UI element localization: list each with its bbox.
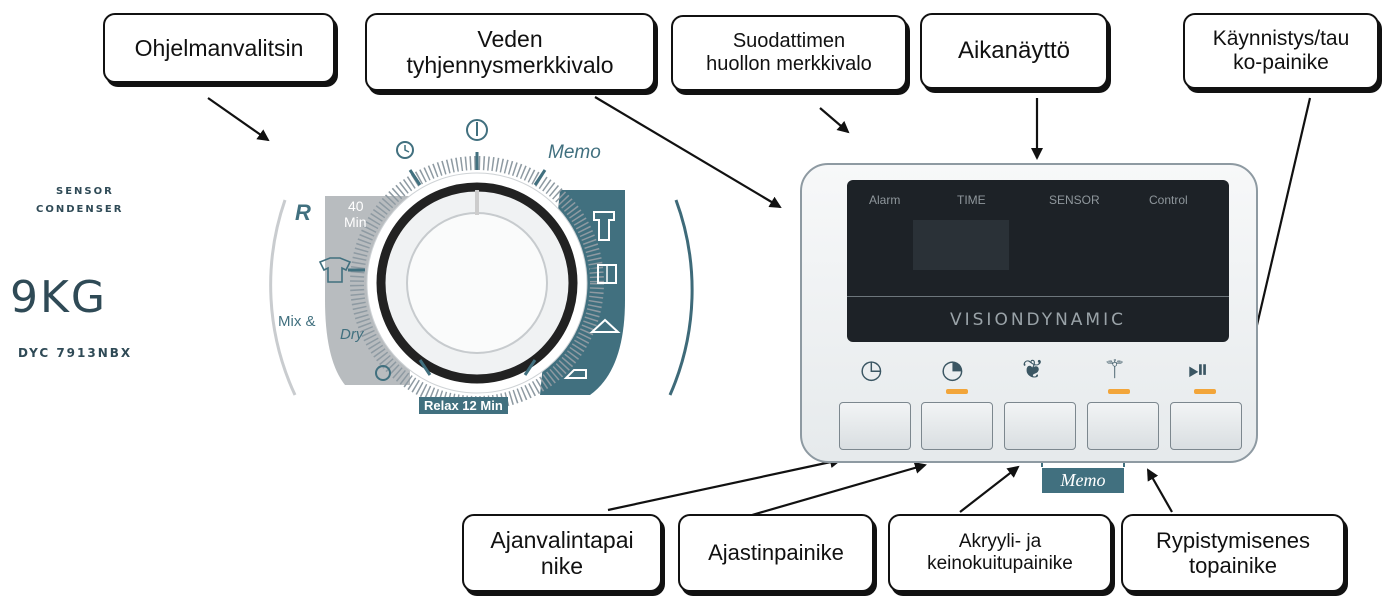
timer-icon: ◔ xyxy=(941,355,964,385)
callout-anticrease-line2: topainike xyxy=(1188,553,1278,578)
dial-min-label: Min xyxy=(344,214,367,230)
arrow-filter xyxy=(819,107,850,134)
start-led xyxy=(1194,389,1216,394)
acrylic-icon: ❦ xyxy=(1022,355,1044,385)
power-icon-ring xyxy=(466,119,488,141)
callout-time-display-text: Aikanäyttö xyxy=(957,37,1071,65)
dial-memo-label: Memo xyxy=(548,142,601,163)
callout-water-drain-line2: tyhjennysmerkkivalo xyxy=(406,52,614,78)
arrow-anticrease xyxy=(1147,468,1173,513)
display-sensor-label: SENSOR xyxy=(1049,193,1100,207)
timer-button[interactable] xyxy=(921,402,993,450)
brand-capacity: 9KG xyxy=(10,272,107,323)
arrow-timer xyxy=(751,462,927,517)
anticrease-icon: ⚚ xyxy=(1103,355,1127,385)
sensor-icon xyxy=(375,365,391,381)
callout-anticrease-line1: Rypistymisenes xyxy=(1155,527,1311,553)
display-time-label: TIME xyxy=(957,193,986,207)
dial-knob-inner xyxy=(406,212,548,354)
dial-40-label: 40 xyxy=(348,198,364,214)
display-brand: VISIONDYNAMIC xyxy=(950,310,1126,330)
dial-relax-label: Relax 12 Min xyxy=(419,397,508,414)
callout-acrylic-line2: keinokuitupainike xyxy=(927,553,1073,574)
shirt-icon-grey xyxy=(318,257,352,283)
dial-outer-arc-left xyxy=(269,199,297,396)
callout-start-pause-line2: ko-painike xyxy=(1233,51,1329,74)
dial-mix-label: Mix & xyxy=(278,313,316,330)
clock-icon-dial xyxy=(396,141,414,159)
dial-r-label: R xyxy=(295,200,311,225)
memo-tag: Memo xyxy=(1042,468,1124,493)
callout-time-select: Ajanvalintapai nike xyxy=(462,514,662,592)
callout-timer-text: Ajastinpainike xyxy=(708,540,844,566)
brand-condenser: CONDENSER xyxy=(36,204,124,215)
time-display-screen: Alarm TIME SENSOR Control VISIONDYNAMIC xyxy=(847,180,1229,342)
brand-sensor: SENSOR xyxy=(56,186,114,197)
timer-led xyxy=(946,389,968,394)
callout-program-selector-text: Ohjelmanvalitsin xyxy=(134,34,304,61)
callout-filter: Suodattimen huollon merkkivalo xyxy=(671,15,907,91)
acrylic-button[interactable] xyxy=(1004,402,1076,450)
dial-outer-arc-right xyxy=(668,199,694,396)
callout-acrylic: Akryyli- ja keinokuitupainike xyxy=(888,514,1112,592)
arrow-time-select xyxy=(607,456,842,512)
iron-icon xyxy=(563,369,587,379)
shirt-icon-teal xyxy=(593,211,615,241)
callout-time-select-line1: Ajanvalintapai xyxy=(490,526,634,553)
callout-acrylic-line1: Akryyli- ja xyxy=(958,531,1042,553)
callout-timer: Ajastinpainike xyxy=(678,514,874,592)
callout-anticrease: Rypistymisenes topainike xyxy=(1121,514,1345,592)
arrow-program-selector xyxy=(207,97,270,142)
display-alarm-label: Alarm xyxy=(869,193,901,207)
anticrease-led xyxy=(1108,389,1130,394)
arrow-acrylic xyxy=(959,465,1020,513)
display-time-window xyxy=(913,220,1009,270)
brand-model: DYC 7913NBX xyxy=(18,346,133,360)
play-pause-icon: ⏯ xyxy=(1188,355,1209,385)
hanger-icon xyxy=(589,318,621,333)
callout-start-pause: Käynnistys/tau ko-painike xyxy=(1183,13,1379,89)
dial-dry-label: Dry xyxy=(340,326,364,343)
time-select-button[interactable] xyxy=(839,402,911,450)
callout-water-drain-line1: Veden xyxy=(477,25,543,52)
callout-filter-line2: huollon merkkivalo xyxy=(706,53,872,75)
display-divider xyxy=(847,296,1229,297)
callout-program-selector: Ohjelmanvalitsin xyxy=(103,13,335,83)
display-control-label: Control xyxy=(1149,193,1188,207)
arrow-water-drain xyxy=(594,96,782,209)
start-pause-button[interactable] xyxy=(1170,402,1242,450)
callout-filter-line1: Suodattimen xyxy=(732,30,846,52)
callout-water-drain: Veden tyhjennysmerkkivalo xyxy=(365,13,655,91)
callout-time-display: Aikanäyttö xyxy=(920,13,1108,89)
callout-time-select-line2: nike xyxy=(540,553,584,579)
clock-icon: ◷ xyxy=(860,355,883,385)
anticrease-button[interactable] xyxy=(1087,402,1159,450)
callout-start-pause-line1: Käynnistys/tau xyxy=(1212,26,1350,50)
